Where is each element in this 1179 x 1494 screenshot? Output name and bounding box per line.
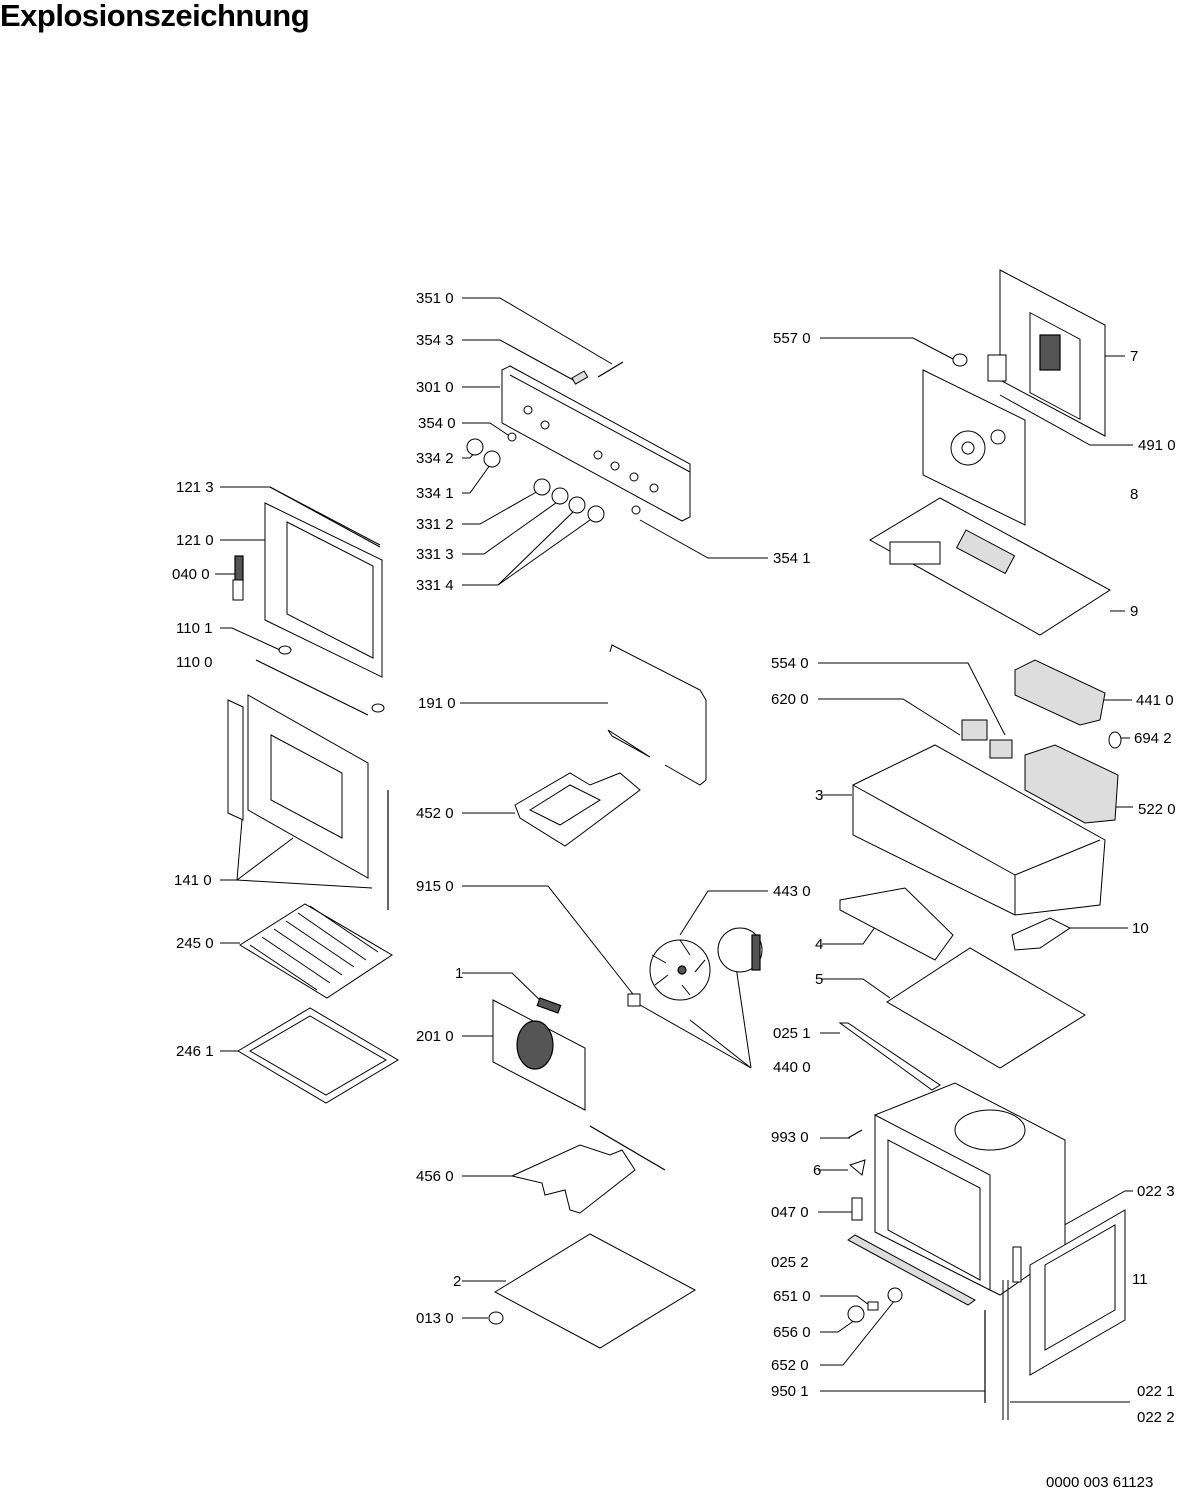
part-label-p9: 9 bbox=[1130, 603, 1139, 620]
part-label-p9501: 950 1 bbox=[771, 1383, 809, 1400]
part-label-p5220: 522 0 bbox=[1138, 801, 1176, 818]
part-label-p0470: 047 0 bbox=[771, 1204, 809, 1221]
control-housing-part bbox=[852, 719, 1119, 916]
part-label-p6: 6 bbox=[813, 1162, 822, 1179]
part-label-p10: 10 bbox=[1132, 920, 1149, 937]
wire-rack-part bbox=[239, 903, 393, 999]
air-duct-part bbox=[839, 887, 1071, 961]
side-plate-part bbox=[838, 947, 1086, 1091]
part-label-p2: 2 bbox=[453, 1273, 462, 1290]
part-label-p3: 3 bbox=[815, 787, 824, 804]
part-label-p1100: 110 0 bbox=[176, 654, 213, 671]
part-label-p1410: 141 0 bbox=[174, 872, 212, 889]
part-label-p9930: 993 0 bbox=[771, 1129, 809, 1146]
document-number: 0000 003 61123 bbox=[1046, 1474, 1154, 1491]
part-label-p1213: 121 3 bbox=[176, 479, 214, 496]
back-wall-part bbox=[922, 353, 1026, 526]
page-title: Explosionszeichnung bbox=[0, 0, 310, 33]
cooling-fan-part bbox=[1014, 659, 1122, 749]
part-label-p6520: 652 0 bbox=[771, 1357, 809, 1374]
part-label-p1910: 191 0 bbox=[418, 695, 456, 712]
part-label-p0221: 022 1 bbox=[1137, 1383, 1175, 1400]
part-label-p1210: 121 0 bbox=[176, 532, 214, 549]
part-label-p6942: 694 2 bbox=[1134, 730, 1172, 747]
part-label-p1101: 110 1 bbox=[176, 620, 213, 637]
part-label-p8: 8 bbox=[1130, 486, 1139, 503]
part-label-p4410: 441 0 bbox=[1136, 692, 1174, 709]
part-label-p5570: 557 0 bbox=[773, 330, 811, 347]
part-label-p9150: 915 0 bbox=[416, 878, 454, 895]
part-label-p2010: 201 0 bbox=[416, 1028, 454, 1045]
part-label-p5: 5 bbox=[815, 971, 824, 988]
bottom-heater-part bbox=[510, 1125, 666, 1214]
part-label-p3313: 331 3 bbox=[416, 546, 454, 563]
part-label-p0400: 040 0 bbox=[172, 566, 210, 583]
lamp-part bbox=[847, 1287, 903, 1323]
part-label-p7: 7 bbox=[1130, 348, 1139, 365]
leader-lines bbox=[215, 297, 1133, 1403]
part-label-p2461: 246 1 bbox=[176, 1043, 214, 1060]
part-label-p4400: 440 0 bbox=[773, 1059, 811, 1076]
part-label-p0130: 013 0 bbox=[416, 1310, 454, 1327]
part-label-p3342: 334 2 bbox=[416, 450, 454, 467]
door-glass-part bbox=[227, 694, 389, 910]
part-label-p4430: 443 0 bbox=[773, 883, 811, 900]
oven-door-part bbox=[984, 1209, 1126, 1420]
part-label-p3010: 301 0 bbox=[416, 379, 454, 396]
part-label-p3541: 354 1 bbox=[773, 550, 811, 567]
part-label-p5540: 554 0 bbox=[771, 655, 809, 672]
part-label-p4560: 456 0 bbox=[416, 1168, 454, 1185]
knobs-part bbox=[466, 432, 641, 523]
door-seal-part bbox=[607, 644, 707, 786]
door-frame-part bbox=[232, 486, 385, 716]
rear-panel-part bbox=[999, 269, 1106, 437]
top-cover-part bbox=[869, 497, 1111, 636]
oven-cavity-part bbox=[847, 1082, 1066, 1306]
part-label-p0222: 022 2 bbox=[1137, 1409, 1175, 1426]
part-label-p1: 1 bbox=[455, 965, 464, 982]
part-label-p0252: 025 2 bbox=[771, 1254, 809, 1271]
part-label-p6200: 620 0 bbox=[771, 691, 809, 708]
part-label-p3312: 331 2 bbox=[416, 516, 454, 533]
fan-cover-part bbox=[492, 997, 586, 1111]
control-panel-part bbox=[501, 361, 691, 522]
part-label-p3543: 354 3 bbox=[416, 332, 454, 349]
part-label-p4520: 452 0 bbox=[416, 805, 454, 822]
part-label-p3341: 334 1 bbox=[416, 485, 454, 502]
baking-tray-part bbox=[237, 1007, 399, 1104]
part-label-p11: 11 bbox=[1132, 1271, 1148, 1288]
part-label-p6560: 656 0 bbox=[773, 1324, 811, 1341]
part-label-p4910: 491 0 bbox=[1138, 437, 1176, 454]
bottom-plate-part bbox=[488, 1233, 697, 1349]
part-label-p3540: 354 0 bbox=[418, 415, 456, 432]
part-label-p0251: 025 1 bbox=[773, 1025, 811, 1042]
part-label-p0223: 022 3 bbox=[1137, 1183, 1175, 1200]
part-label-p6510: 651 0 bbox=[773, 1288, 811, 1305]
part-label-p4: 4 bbox=[815, 936, 824, 953]
fan-part bbox=[627, 927, 763, 1007]
part-label-p2450: 245 0 bbox=[176, 935, 214, 952]
part-label-p3510: 351 0 bbox=[416, 290, 454, 307]
part-label-p3314: 331 4 bbox=[416, 577, 454, 594]
top-heater-part bbox=[514, 772, 641, 847]
